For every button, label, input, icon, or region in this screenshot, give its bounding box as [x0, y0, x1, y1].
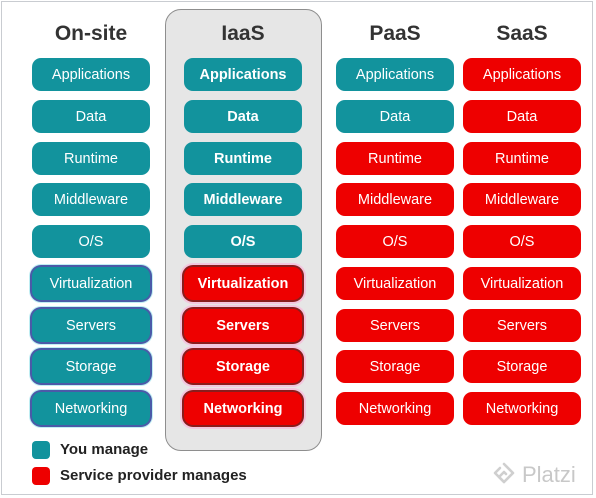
layer-cell-runtime: Runtime [184, 142, 302, 175]
layer-cell-networking: Networking [184, 392, 302, 425]
layer-cell-storage: Storage [184, 350, 302, 383]
layer-cell-virtualization: Virtualization [336, 267, 454, 300]
column-title-on-site: On-site [54, 22, 128, 45]
layer-cell-virtualization: Virtualization [463, 267, 581, 300]
layer-cell-middleware: Middleware [463, 183, 581, 216]
layer-cell-runtime: Runtime [463, 142, 581, 175]
layer-cell-o-s: O/S [463, 225, 581, 258]
legend-label-you: You manage [60, 441, 149, 458]
layer-cell-applications: Applications [336, 58, 454, 91]
layer-cell-virtualization: Virtualization [32, 267, 150, 300]
layer-cell-middleware: Middleware [184, 183, 302, 216]
column-title-saas: SaaS [496, 22, 548, 45]
layer-cell-applications: Applications [184, 58, 302, 91]
watermark-text: Platzi [522, 462, 576, 487]
layer-cell-servers: Servers [463, 309, 581, 342]
column-title-iaas: IaaS [221, 22, 265, 45]
watermark: Platzi [492, 460, 588, 490]
layer-cell-o-s: O/S [32, 225, 150, 258]
layer-cell-runtime: Runtime [32, 142, 150, 175]
legend-item-you-manage: You manage [32, 440, 292, 460]
layer-cell-networking: Networking [336, 392, 454, 425]
layer-cell-virtualization: Virtualization [184, 267, 302, 300]
layer-cell-middleware: Middleware [32, 183, 150, 216]
column-title-paas: PaaS [369, 22, 421, 45]
layer-cell-networking: Networking [463, 392, 581, 425]
layer-cell-servers: Servers [32, 309, 150, 342]
layer-cell-applications: Applications [32, 58, 150, 91]
layer-cell-data: Data [463, 100, 581, 133]
legend-item-provider-manages: Service provider manages [32, 466, 292, 486]
layer-cell-middleware: Middleware [336, 183, 454, 216]
legend-label-provider: Service provider manages [60, 467, 247, 484]
layer-cell-o-s: O/S [184, 225, 302, 258]
layer-cell-data: Data [336, 100, 454, 133]
layer-cell-servers: Servers [336, 309, 454, 342]
legend-swatch-you [32, 441, 50, 459]
layer-cell-data: Data [32, 100, 150, 133]
layer-cell-storage: Storage [336, 350, 454, 383]
legend-swatch-provider [32, 467, 50, 485]
layer-cell-storage: Storage [32, 350, 150, 383]
layer-cell-servers: Servers [184, 309, 302, 342]
layer-cell-data: Data [184, 100, 302, 133]
layer-cell-storage: Storage [463, 350, 581, 383]
layer-cell-applications: Applications [463, 58, 581, 91]
layer-cell-o-s: O/S [336, 225, 454, 258]
platzi-logo-icon [493, 462, 515, 484]
layer-cell-networking: Networking [32, 392, 150, 425]
layer-cell-runtime: Runtime [336, 142, 454, 175]
